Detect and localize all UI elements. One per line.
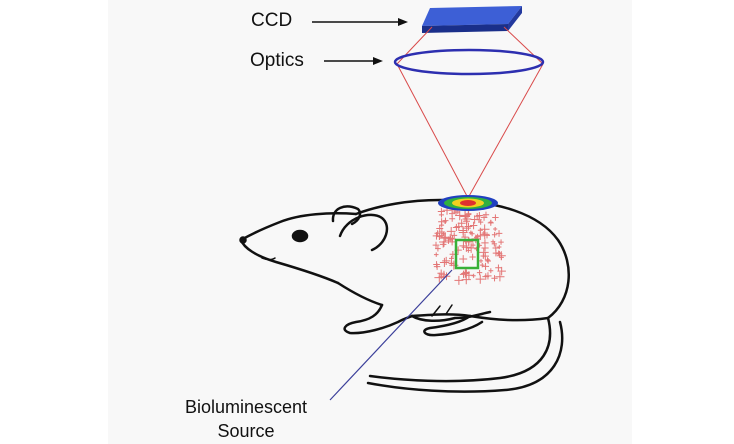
source-label: Bioluminescent Source — [148, 395, 344, 443]
diagram-background — [108, 0, 632, 444]
ccd-arrow — [312, 18, 408, 26]
source-label-line2: Source — [217, 421, 275, 441]
source-pointer-line — [329, 269, 453, 401]
mouse-outline-icon — [239, 198, 570, 393]
ccd-label: CCD — [251, 10, 293, 31]
surface-signal — [438, 195, 498, 211]
source-label-line1: Bioluminescent — [184, 397, 308, 417]
light-scatter — [432, 205, 506, 285]
optics-label: Optics — [250, 50, 304, 71]
source-marker — [454, 238, 480, 270]
ccd-block-icon — [422, 6, 522, 33]
optics-arrow — [324, 57, 383, 65]
optics-lens-icon — [393, 48, 545, 76]
